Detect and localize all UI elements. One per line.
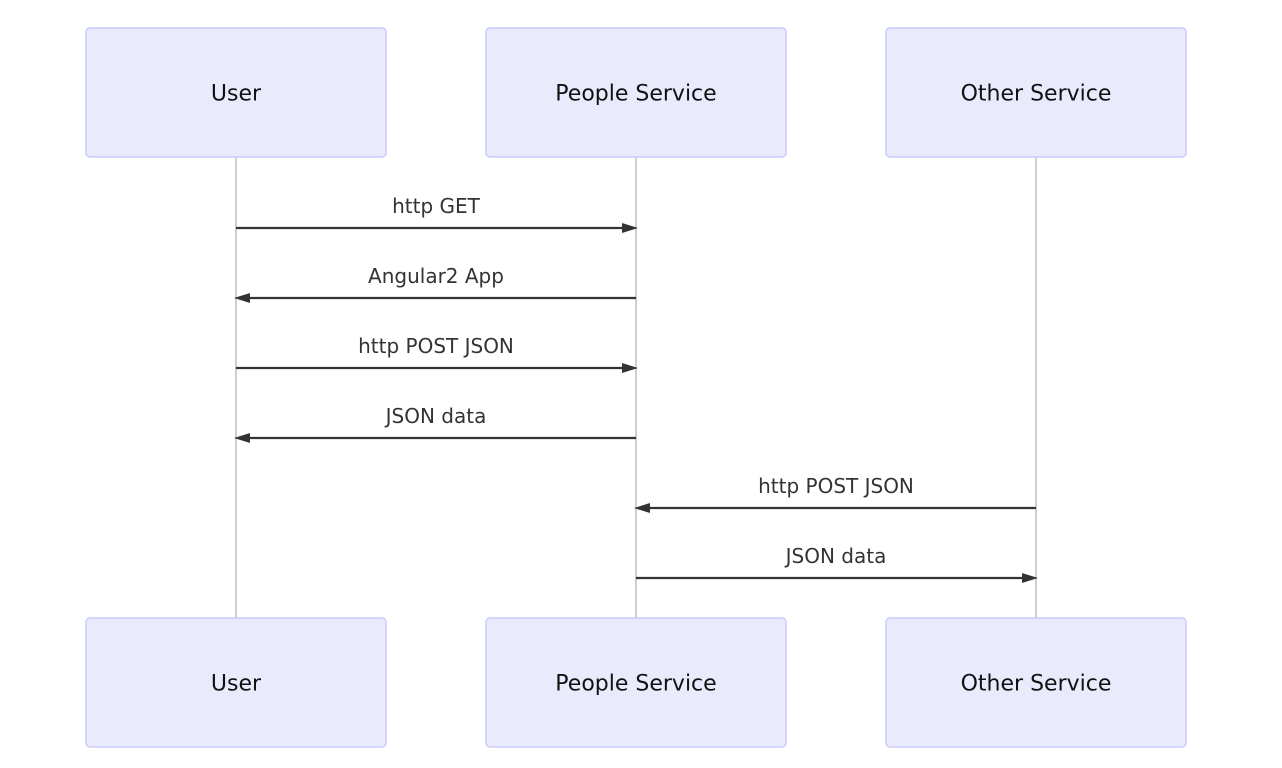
arrow-head-icon — [1022, 573, 1038, 583]
message-1: http GET — [236, 194, 638, 233]
lifelines — [235, 157, 1037, 618]
message-label: Angular2 App — [368, 264, 504, 288]
arrow-head-icon — [622, 363, 638, 373]
message-label: http GET — [392, 194, 481, 218]
message-3: http POST JSON — [236, 334, 638, 373]
actor-label-user-bottom: User — [211, 672, 262, 697]
actor-label-people-top: People Service — [555, 82, 716, 107]
actors-top: User People Service Other Service — [85, 27, 1187, 158]
arrow-head-icon — [622, 223, 638, 233]
messages: http GET Angular2 App http POST JSON JSON d… — [234, 194, 1038, 583]
message-label: http POST JSON — [758, 474, 914, 498]
actor-box-other-top — [885, 27, 1187, 158]
actor-label-people-bottom: People Service — [555, 672, 716, 697]
actor-label-user-top: User — [211, 82, 262, 107]
actor-box-people-bottom — [485, 617, 787, 748]
message-label: JSON data — [784, 544, 887, 568]
message-label: JSON data — [384, 404, 487, 428]
arrow-head-icon — [634, 503, 650, 513]
actor-box-other-bottom — [885, 617, 1187, 748]
message-4: JSON data — [234, 404, 636, 443]
arrow-head-icon — [234, 293, 250, 303]
message-2: Angular2 App — [234, 264, 636, 303]
actor-label-other-top: Other Service — [961, 82, 1112, 107]
actor-box-people-top — [485, 27, 787, 158]
actor-box-user-top — [85, 27, 387, 158]
actors-bottom: User People Service Other Service — [85, 617, 1187, 748]
arrow-head-icon — [234, 433, 250, 443]
message-label: http POST JSON — [358, 334, 514, 358]
message-5: http POST JSON — [634, 474, 1036, 513]
actor-box-user-bottom — [85, 617, 387, 748]
actor-label-other-bottom: Other Service — [961, 672, 1112, 697]
message-6: JSON data — [636, 544, 1038, 583]
